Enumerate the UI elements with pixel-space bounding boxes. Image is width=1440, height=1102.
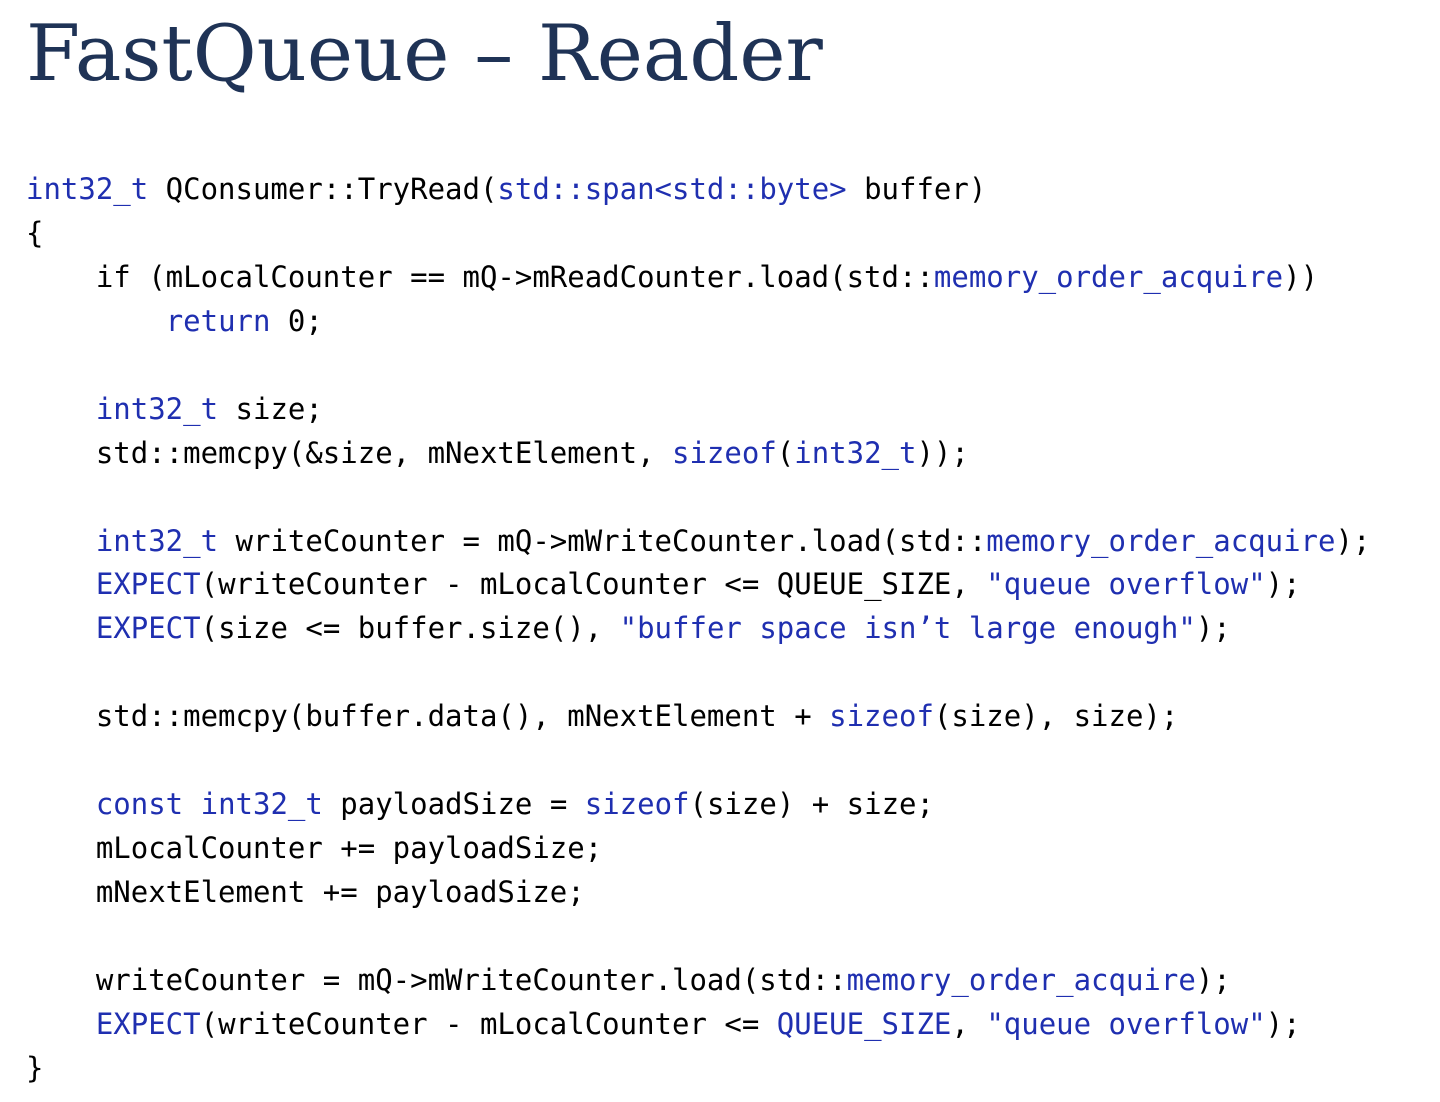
code-keyword: int32_t xyxy=(200,787,323,822)
code-keyword: "queue overflow" xyxy=(986,567,1266,602)
code-line: mNextElement += payloadSize; xyxy=(26,871,1370,915)
code-line: EXPECT(writeCounter - mLocalCounter <= Q… xyxy=(26,1003,1370,1047)
code-text: writeCounter = mQ->mWriteCounter.load(st… xyxy=(218,523,987,558)
page-title: FastQueue – Reader xyxy=(26,9,823,99)
code-text: )); xyxy=(916,435,969,470)
code-line: int32_t writeCounter = mQ->mWriteCounter… xyxy=(26,520,1371,564)
code-keyword: memory_order_acquire xyxy=(846,962,1196,997)
code-text: mLocalCounter += payloadSize; xyxy=(26,831,603,866)
code-line: EXPECT(writeCounter - mLocalCounter <= Q… xyxy=(26,563,1370,607)
code-keyword: sizeof xyxy=(672,435,777,470)
code-line: if (mLocalCounter == mQ->mReadCounter.lo… xyxy=(26,256,1370,300)
code-text: (writeCounter - mLocalCounter <= xyxy=(200,1006,777,1041)
code-line: return 0; xyxy=(26,300,1370,344)
code-line: const int32_t payloadSize = sizeof(size)… xyxy=(26,783,1370,827)
code-keyword: memory_order_acquire xyxy=(986,523,1336,558)
code-text xyxy=(26,1007,96,1041)
code-line xyxy=(26,739,1370,783)
code-text: writeCounter = mQ->mWriteCounter.load(st… xyxy=(26,962,847,997)
code-text: (size) + size; xyxy=(689,787,934,822)
code-line xyxy=(26,651,1370,695)
code-keyword: int32_t xyxy=(95,391,219,426)
code-text xyxy=(26,524,96,558)
code-keyword: int32_t xyxy=(794,435,917,470)
code-block: int32_t QConsumer::TryRead(std::span<std… xyxy=(26,168,1370,1091)
code-line: writeCounter = mQ->mWriteCounter.load(st… xyxy=(26,959,1370,1003)
code-keyword: const xyxy=(95,787,184,822)
code-text: ); xyxy=(1335,523,1371,558)
code-text: (size <= buffer.size(), xyxy=(200,611,620,646)
code-keyword: memory_order_acquire xyxy=(933,259,1284,294)
code-line: EXPECT(size <= buffer.size(), "buffer sp… xyxy=(26,607,1370,651)
code-line xyxy=(26,476,1370,520)
code-text xyxy=(26,787,96,821)
code-line: mLocalCounter += payloadSize; xyxy=(26,827,1370,871)
code-text xyxy=(26,392,96,426)
code-keyword: sizeof xyxy=(584,787,690,822)
code-keyword: EXPECT xyxy=(95,611,201,646)
code-keyword: std::span<std::byte> xyxy=(497,172,847,206)
code-text: (writeCounter - mLocalCounter <= QUEUE_S… xyxy=(200,567,987,602)
code-text: mNextElement += payloadSize; xyxy=(26,875,585,909)
code-text: payloadSize = xyxy=(322,787,585,822)
code-text: size; xyxy=(218,391,323,426)
code-text: ); xyxy=(1265,1006,1301,1041)
code-line xyxy=(26,344,1370,388)
code-text: ( xyxy=(776,435,795,470)
code-keyword: return xyxy=(165,303,271,338)
code-keyword: int32_t xyxy=(95,523,219,558)
code-keyword: "buffer space isn’t large enough" xyxy=(619,611,1196,646)
code-keyword: "queue overflow" xyxy=(986,1006,1266,1041)
code-line: std::memcpy(buffer.data(), mNextElement … xyxy=(26,695,1370,739)
code-text: std::memcpy(&size, mNextElement, xyxy=(26,435,673,470)
code-line: { xyxy=(26,212,1370,256)
code-keyword: QUEUE_SIZE xyxy=(776,1006,952,1041)
code-text xyxy=(26,567,96,601)
code-text xyxy=(183,787,200,821)
code-keyword: sizeof xyxy=(829,699,934,734)
code-text: { xyxy=(26,215,44,250)
code-text: std::memcpy(buffer.data(), mNextElement … xyxy=(26,699,830,734)
code-line: int32_t QConsumer::TryRead(std::span<std… xyxy=(26,168,1370,212)
code-text: , xyxy=(951,1006,987,1041)
code-line: } xyxy=(26,1047,1370,1091)
code-text xyxy=(26,304,166,338)
code-text: ); xyxy=(1195,611,1231,646)
code-line: int32_t size; xyxy=(26,388,1370,432)
code-text: ); xyxy=(1195,962,1231,997)
code-line: std::memcpy(&size, mNextElement, sizeof(… xyxy=(26,432,1370,476)
code-text xyxy=(26,611,96,645)
code-text: 0; xyxy=(270,303,323,338)
code-text: buffer) xyxy=(846,172,987,206)
code-text: if (mLocalCounter == mQ->mReadCounter.lo… xyxy=(26,259,934,294)
code-text: )) xyxy=(1283,259,1319,294)
code-keyword: EXPECT xyxy=(95,1006,201,1041)
code-text: ); xyxy=(1265,567,1301,602)
code-line xyxy=(26,915,1370,959)
code-keyword: int32_t xyxy=(26,172,149,206)
code-text: (size), size); xyxy=(933,699,1179,734)
code-text: QConsumer::TryRead( xyxy=(148,172,498,206)
code-text: } xyxy=(26,1050,44,1085)
code-keyword: EXPECT xyxy=(95,567,201,602)
